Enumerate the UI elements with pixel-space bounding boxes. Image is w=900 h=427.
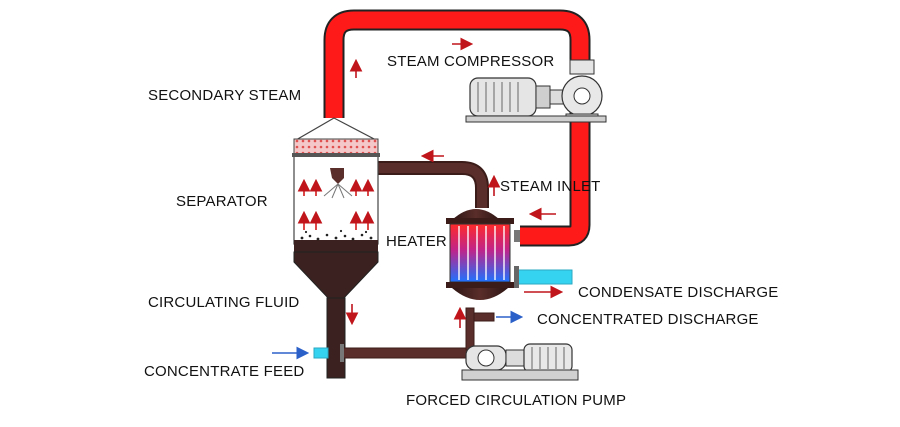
condensate-pipe	[514, 266, 573, 288]
vapor-return-pipe	[330, 161, 489, 208]
label-separator: SEPARATOR	[176, 193, 268, 210]
label-forced-circulation-pump: FORCED CIRCULATION PUMP	[406, 392, 627, 409]
label-heater: HEATER	[386, 233, 447, 250]
secondary-steam-pipe	[323, 9, 591, 118]
label-secondary-steam: SECONDARY STEAM	[148, 87, 302, 104]
label-concentrated-discharge: CONCENTRATED DISCHARGE	[537, 311, 759, 328]
label-steam-inlet: STEAM INLET	[500, 178, 601, 195]
concentrate-feed-inlet	[313, 347, 329, 359]
label-steam-compressor: STEAM COMPRESSOR	[387, 53, 555, 70]
label-circulating-fluid: CIRCULATING FLUID	[148, 294, 300, 311]
steam-inlet-pipe	[520, 110, 591, 247]
separator-vessel-icon	[292, 117, 380, 379]
label-concentrate-feed: CONCENTRATE FEED	[144, 363, 305, 380]
forced-circulation-pump-icon	[461, 343, 579, 381]
label-condensate-discharge: CONDENSATE DISCHARGE	[578, 284, 779, 301]
heater-exchanger-icon	[446, 209, 520, 300]
steam-compressor-icon	[465, 59, 607, 123]
separator-flow-arrows	[297, 178, 375, 230]
